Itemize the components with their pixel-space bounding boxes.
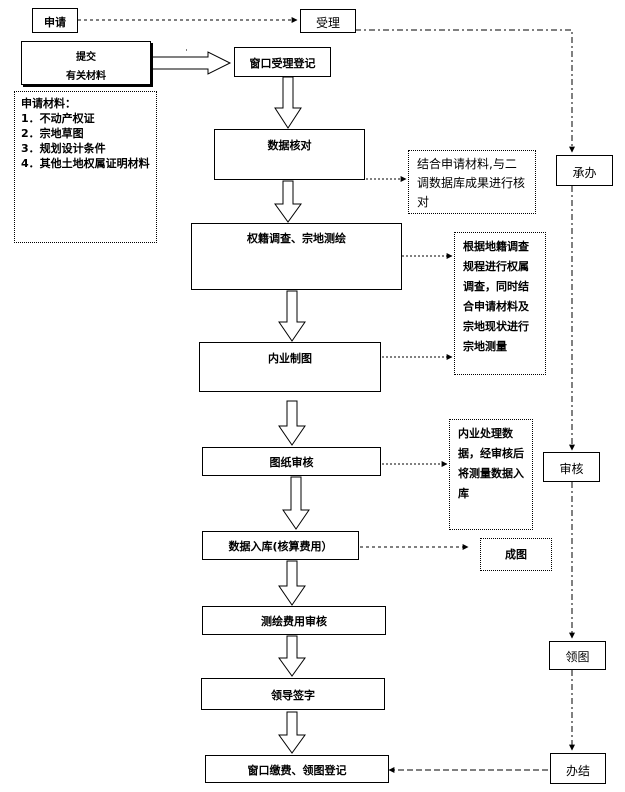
survey-box: 权籍调查、宗地测绘: [191, 223, 402, 290]
survey-note: 根据地籍调查规程进行权属调查，同时结合申请材料及宗地现状进行宗地测量: [463, 240, 529, 353]
leader-sign-label: 领导签字: [271, 689, 315, 702]
materials-item-3: 3．规划设计条件: [21, 142, 106, 155]
indoor-map-label: 内业制图: [268, 352, 312, 365]
down-arrow-5: [282, 476, 310, 530]
collect-map-box: 领图: [549, 641, 606, 670]
down-arrow-8: [278, 711, 306, 754]
accept-label: 受理: [315, 16, 340, 30]
main-flow-arrows: [274, 76, 310, 754]
materials-item-1: 1．不动产权证: [21, 112, 95, 125]
pay-register-box: 窗口缴费、领图登记: [205, 755, 389, 783]
audit-label: 审核: [559, 462, 584, 476]
materials-box: 申请材料： 1．不动产权证 2．宗地草图 3．规划设计条件 4．其他土地权属证明…: [14, 91, 157, 243]
materials-title: 申请材料：: [21, 97, 76, 110]
map-result-label: 成图: [505, 548, 527, 561]
down-arrow-6: [278, 560, 306, 606]
undertake-box: 承办: [556, 155, 613, 186]
fee-review-box: 测绘费用审核: [202, 606, 386, 635]
undertake-label: 承办: [572, 166, 597, 180]
data-check-note-box: 结合申请材料,与二调数据库成果进行核对: [408, 150, 536, 214]
materials-item-4: 4．其他土地权属证明材料: [21, 157, 150, 170]
down-arrow-4: [278, 400, 306, 446]
drawing-review-box: 图纸审核: [202, 447, 381, 476]
collect-map-label: 领图: [565, 650, 590, 664]
survey-note-box: 根据地籍调查规程进行权属调查，同时结合申请材料及宗地现状进行宗地测量: [454, 232, 546, 375]
accept-box: 受理: [300, 9, 356, 33]
indoor-map-box: 内业制图: [199, 342, 381, 392]
drawing-review-label: 图纸审核: [269, 456, 314, 469]
window-register-box: 窗口受理登记: [234, 47, 331, 77]
survey-label: 权籍调查、宗地测绘: [247, 232, 346, 245]
submit-box: 提交 有关材料: [21, 41, 151, 85]
down-arrow-2: [274, 180, 302, 223]
complete-box: 办结: [550, 753, 606, 784]
data-storage-label: 数据入库(核算费用）: [228, 540, 333, 553]
down-arrow-3: [278, 290, 306, 342]
window-register-label: 窗口受理登记: [249, 57, 316, 70]
complete-label: 办结: [565, 764, 590, 778]
data-check-box: 数据核对: [214, 129, 365, 180]
drawing-review-note-box: 内业处理数据，经审核后将测量数据入库: [449, 419, 533, 530]
line-accept-to-undertake: [355, 29, 575, 153]
drawing-review-note: 内业处理数据，经审核后将测量数据入库: [458, 427, 524, 500]
apply-label: 申请: [44, 16, 66, 29]
materials-item-2: 2．宗地草图: [21, 127, 84, 140]
audit-box: 审核: [543, 452, 600, 482]
submit-label-line1: 提交: [76, 52, 96, 63]
data-check-label: 数据核对: [267, 139, 312, 152]
arrow-submit-to-register: [151, 51, 232, 75]
map-result-box: 成图: [480, 538, 552, 571]
leader-sign-box: 领导签字: [201, 678, 385, 710]
apply-box: 申请: [32, 8, 78, 33]
fee-review-label: 测绘费用审核: [261, 615, 327, 628]
submit-label-line2: 有关材料: [66, 71, 106, 82]
data-check-note: 结合申请材料,与二调数据库成果进行核对: [417, 157, 526, 209]
data-storage-box: 数据入库(核算费用）: [202, 531, 359, 560]
down-arrow-1: [274, 76, 302, 129]
down-arrow-7: [278, 635, 306, 677]
pay-register-label: 窗口缴费、领图登记: [247, 764, 347, 777]
